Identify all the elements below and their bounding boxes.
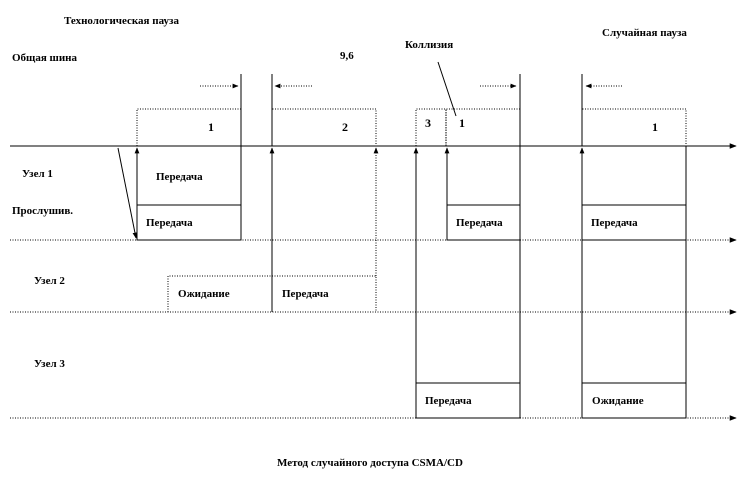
node2-waiting-label: Ожидание xyxy=(178,288,230,300)
node3-label: Узел 3 xyxy=(34,358,65,370)
node1-transmit-box-b xyxy=(446,204,521,241)
collision-pointer xyxy=(437,61,457,117)
node2-label: Узел 2 xyxy=(34,275,65,287)
bus-frame-5 xyxy=(581,108,687,146)
common-bus-label: Общая шина xyxy=(12,52,78,64)
node3-waiting-box xyxy=(581,382,687,419)
node1-transmit-box-c xyxy=(581,204,687,241)
node1-transmit-c-label: Передача xyxy=(591,217,638,229)
diagram-caption: Метод случайного доступа CSMA/CD xyxy=(277,457,463,469)
node2-transmit-label: Передача xyxy=(282,288,329,300)
node1-transmit-a-label: Передача xyxy=(146,217,193,229)
node1-transmit-b-label: Передача xyxy=(456,217,503,229)
bus-frame-1 xyxy=(136,108,242,146)
collision-label: Коллизия xyxy=(405,39,453,51)
bus-frame-4-number: 1 xyxy=(459,116,465,130)
random-pause-label: Случайная пауза xyxy=(602,27,687,39)
bus-frame-1-number: 1 xyxy=(208,120,214,134)
listening-label: Прослушив. xyxy=(12,205,73,217)
node2-outline xyxy=(167,275,377,312)
bus-frame-3 xyxy=(415,108,447,146)
node3-transmit-label: Передача xyxy=(425,395,472,407)
node3-waiting-label: Ожидание xyxy=(592,395,644,407)
node1-transmit-box-a xyxy=(136,204,242,241)
bus-frame-5-number: 1 xyxy=(652,120,658,134)
listening-pointer xyxy=(117,147,138,239)
node1-transmit-top: Передача xyxy=(156,171,203,183)
bus-frame-4 xyxy=(445,108,521,146)
bus-frame-3-number: 3 xyxy=(425,116,431,130)
tech-pause-label: Технологическая пауза xyxy=(64,15,179,27)
bus-frames: 1 2 3 1 1 xyxy=(136,108,687,146)
value-label: 9,6 xyxy=(340,50,354,62)
node1-label: Узел 1 xyxy=(22,168,53,180)
bus-frame-2-number: 2 xyxy=(342,120,348,134)
bus-frame-2 xyxy=(271,108,377,146)
node3-transmit-box xyxy=(415,382,521,419)
